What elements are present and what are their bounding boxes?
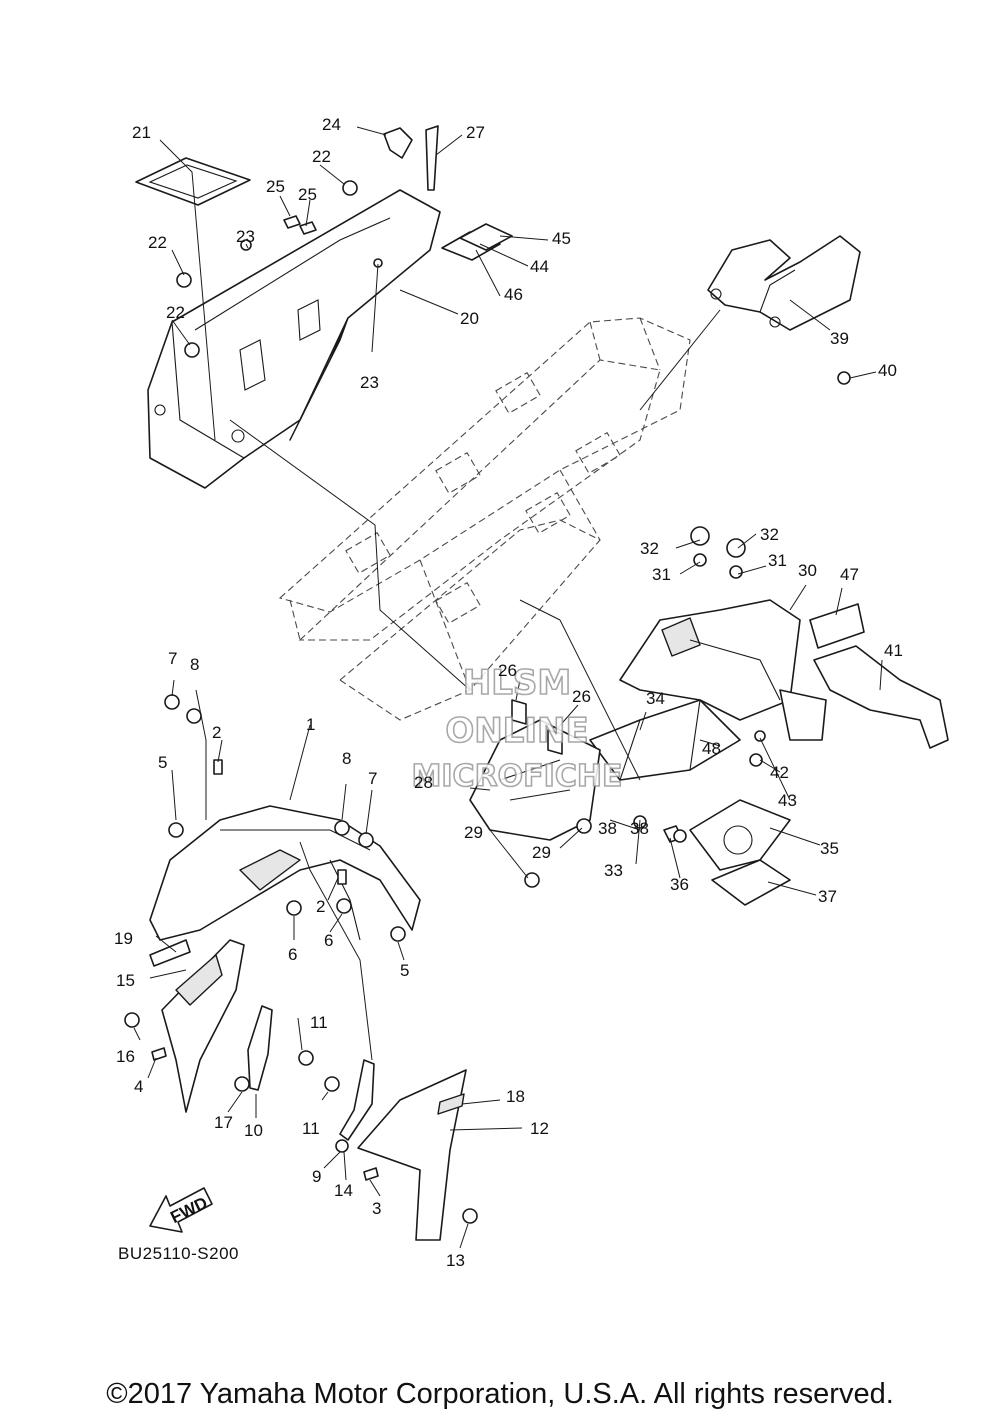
- callout-46: 46: [504, 285, 523, 304]
- callout-38: 38: [630, 819, 649, 838]
- callout-29: 29: [464, 823, 483, 842]
- callout-34: 34: [646, 689, 665, 708]
- callout-18: 18: [506, 1087, 525, 1106]
- callout-19: 19: [114, 929, 133, 948]
- callout-25: 25: [266, 177, 285, 196]
- callout-8: 8: [342, 749, 351, 768]
- callout-5: 5: [158, 753, 167, 772]
- callout-35: 35: [820, 839, 839, 858]
- watermark-line1: HLSM: [463, 663, 571, 703]
- callout-41: 41: [884, 641, 903, 660]
- callout-2: 2: [316, 897, 325, 916]
- callout-17: 17: [214, 1113, 233, 1132]
- rear-bracket-39: [707, 235, 861, 385]
- left-cover-15: [149, 939, 245, 1113]
- callout-3: 3: [372, 1199, 381, 1218]
- callout-22: 22: [312, 147, 331, 166]
- callout-26: 26: [498, 661, 517, 680]
- callout-14: 14: [334, 1181, 353, 1200]
- callout-4: 4: [134, 1077, 143, 1096]
- callout-48: 48: [702, 739, 721, 758]
- fwd-arrow: FWD: [149, 1187, 213, 1233]
- callout-38: 38: [598, 819, 617, 838]
- frame-outline: [278, 317, 691, 721]
- callout-7: 7: [168, 649, 177, 668]
- callout-47: 47: [840, 565, 859, 584]
- callout-45: 45: [552, 229, 571, 248]
- callout-24: 24: [322, 115, 341, 134]
- callout-25: 25: [298, 185, 317, 204]
- callout-26: 26: [572, 687, 591, 706]
- callout-40: 40: [878, 361, 897, 380]
- callout-8: 8: [190, 655, 199, 674]
- front-fender-1: [149, 805, 421, 941]
- callout-12: 12: [530, 1119, 549, 1138]
- callout-21: 21: [132, 123, 151, 142]
- center-plate-28: [469, 699, 687, 888]
- callout-16: 16: [116, 1047, 135, 1066]
- callout-13: 13: [446, 1251, 465, 1270]
- callout-10: 10: [244, 1121, 263, 1140]
- callout-2: 2: [212, 723, 221, 742]
- copyright-notice: ©2017 Yamaha Motor Corporation, U.S.A. A…: [106, 1378, 894, 1410]
- callout-11: 11: [302, 1119, 320, 1138]
- right-cover-12: [357, 1069, 467, 1241]
- callout-37: 37: [818, 887, 837, 906]
- callout-11: 11: [310, 1013, 328, 1032]
- callout-31: 31: [768, 551, 787, 570]
- callout-7: 7: [368, 769, 377, 788]
- watermark-line3: MICROFICHE: [412, 759, 623, 794]
- callout-labels: 1 2 2 3 4 5 5 6 6 7 7 8 8 9 10 11 11 12 …: [114, 115, 903, 1270]
- top-fasteners: [176, 125, 513, 358]
- callout-43: 43: [778, 791, 797, 810]
- callout-6: 6: [324, 931, 333, 950]
- callout-44: 44: [530, 257, 549, 276]
- callout-29: 29: [532, 843, 551, 862]
- rear-inner-fender-20: [147, 189, 441, 489]
- callout-27: 27: [466, 123, 485, 142]
- fender-stays: [247, 1005, 375, 1141]
- callout-9: 9: [312, 1167, 321, 1186]
- watermark: HLSM ONLINE MICROFICHE: [411, 662, 624, 795]
- callout-30: 30: [798, 561, 817, 580]
- callout-5: 5: [400, 961, 409, 980]
- callout-22: 22: [148, 233, 167, 252]
- callout-6: 6: [288, 945, 297, 964]
- callout-20: 20: [460, 309, 479, 328]
- callout-32: 32: [760, 525, 779, 544]
- callout-23: 23: [360, 373, 379, 392]
- callout-28: 28: [414, 773, 433, 792]
- diagram-code: BU25110-S200: [118, 1244, 239, 1263]
- callout-31: 31: [652, 565, 671, 584]
- leader-lines: [133, 126, 883, 1249]
- license-bracket-assembly: [589, 526, 949, 906]
- callout-32: 32: [640, 539, 659, 558]
- watermark-line2: ONLINE: [445, 711, 588, 751]
- callout-15: 15: [116, 971, 135, 990]
- callout-1: 1: [306, 715, 315, 734]
- callout-23: 23: [236, 227, 255, 246]
- callout-39: 39: [830, 329, 849, 348]
- callout-33: 33: [604, 861, 623, 880]
- callout-42: 42: [770, 763, 789, 782]
- callout-22: 22: [166, 303, 185, 322]
- callout-36: 36: [670, 875, 689, 894]
